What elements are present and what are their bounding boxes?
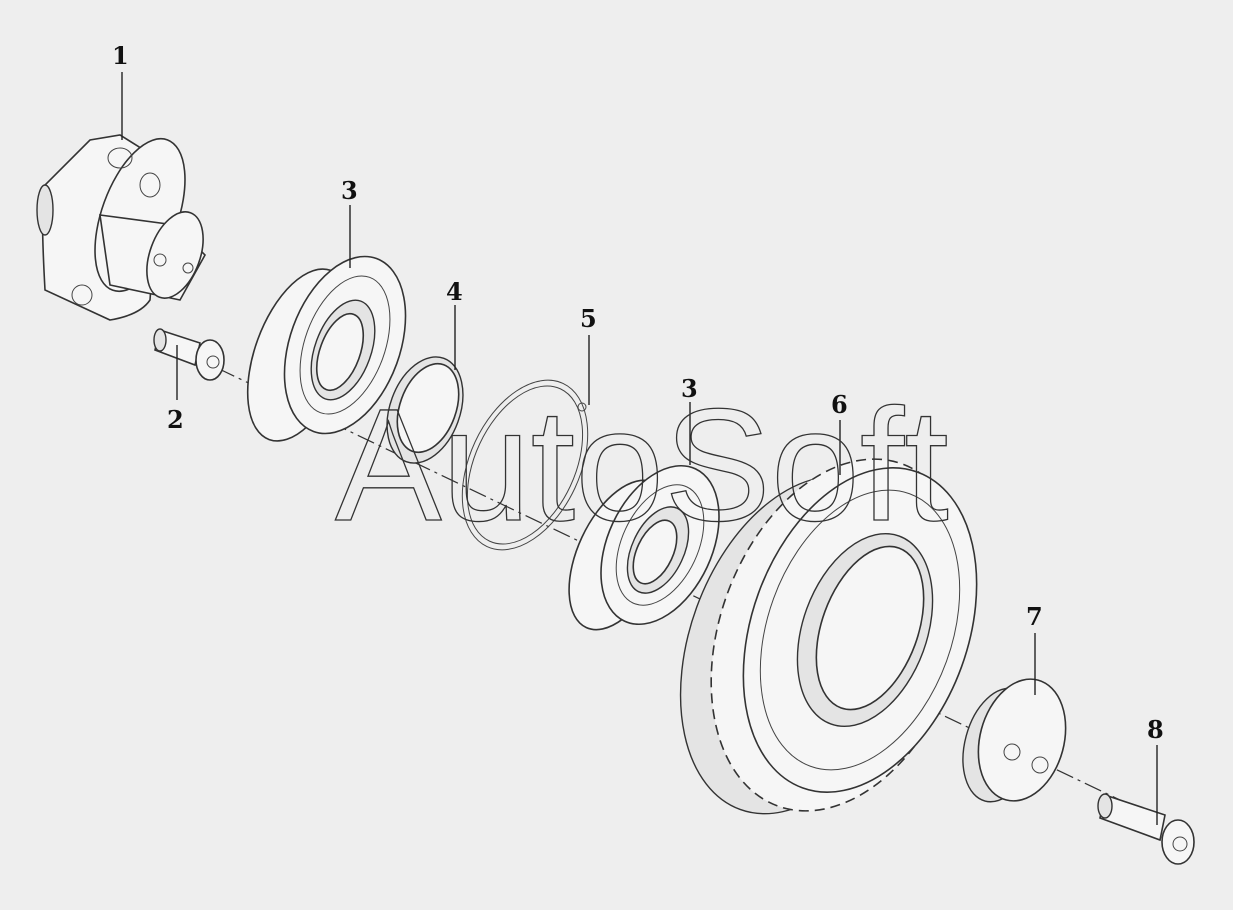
callout-3a: 3 [341, 176, 358, 205]
part-3-bearing-left [246, 255, 407, 442]
part-3-bearing-right [568, 464, 720, 631]
part-1-flanged-housing [36, 134, 206, 321]
callout-3b: 3 [681, 374, 698, 403]
watermark-text: AutoSoft [335, 375, 949, 554]
callout-4: 4 [446, 277, 463, 306]
part-6-gear [679, 458, 978, 815]
part-2-socket-screw [153, 328, 225, 381]
callout-2: 2 [167, 405, 184, 434]
part-4-seal-ring [386, 356, 464, 464]
callout-1: 1 [112, 41, 129, 70]
part-8-socket-screw [1097, 793, 1195, 865]
callout-7: 7 [1026, 602, 1043, 631]
part-5-circlip [461, 379, 589, 551]
part-7-washer [962, 678, 1067, 803]
callout-5: 5 [580, 304, 597, 333]
callout-6: 6 [831, 390, 848, 419]
callout-8: 8 [1147, 715, 1164, 744]
